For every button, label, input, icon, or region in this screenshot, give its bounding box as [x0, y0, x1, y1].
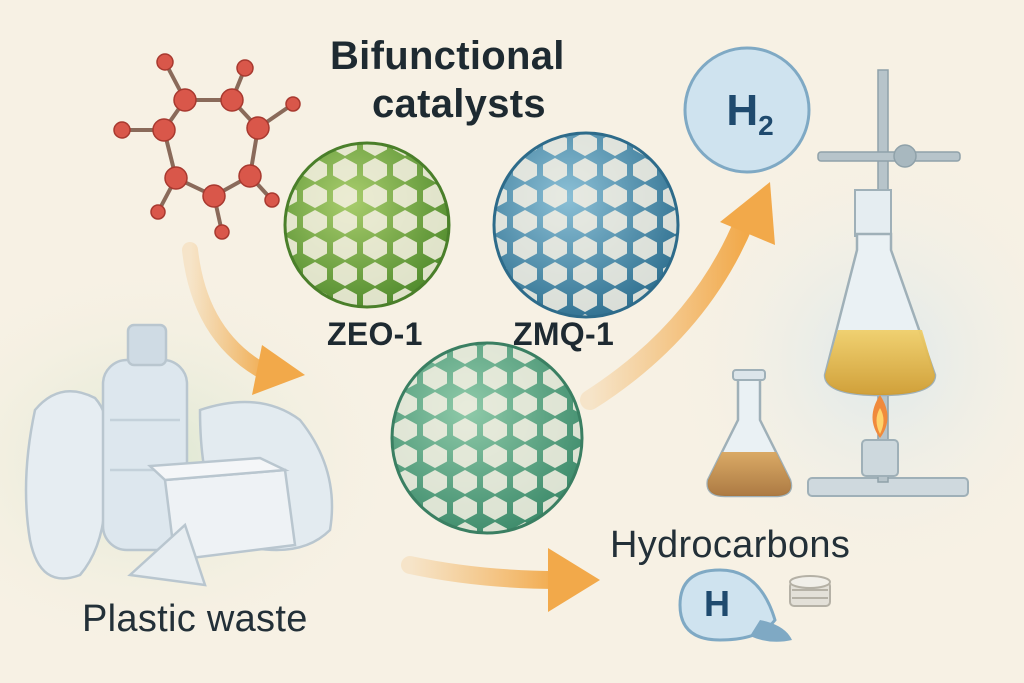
hydrocarbon-symbol: H [704, 583, 730, 624]
h2-bubble [683, 46, 811, 174]
arrow-molecule-to-catalyst [182, 242, 278, 383]
hydrogen-formula-main: H [726, 86, 759, 135]
arrowhead [720, 182, 775, 245]
catalyst-third-sphere [390, 341, 584, 535]
title-line-1: Bifunctional [330, 34, 565, 78]
lab-apparatus-icon [807, 69, 969, 497]
hydrogen-formula: H2 [710, 86, 790, 142]
arrowhead [252, 345, 305, 395]
molecule-icon [122, 61, 295, 233]
flask-icon [706, 369, 793, 498]
arrow-waste-to-hydrocarbons [401, 556, 569, 589]
plastic-waste-icon [24, 323, 334, 587]
hydrogen-formula-subscript: 2 [758, 109, 774, 141]
catalyst-label-zmq-1: ZMQ-1 [513, 316, 615, 352]
plastic-waste-label: Plastic waste [82, 598, 308, 640]
catalyst-zmq-1-sphere [492, 131, 680, 319]
coin-stack-icon [789, 575, 831, 607]
hydrocarbons-label: Hydrocarbons [610, 524, 851, 566]
arrow-catalyst-to-h2 [580, 210, 755, 410]
burner-flame-icon [872, 395, 888, 438]
arrowhead [548, 548, 600, 612]
molecule-atoms [113, 53, 301, 240]
catalyst-label-zeo-1: ZEO-1 [327, 316, 423, 352]
hydrocarbon-bubble [678, 568, 792, 642]
title-line-2: catalysts [372, 82, 546, 126]
catalyst-zeo-1-sphere [283, 141, 451, 309]
